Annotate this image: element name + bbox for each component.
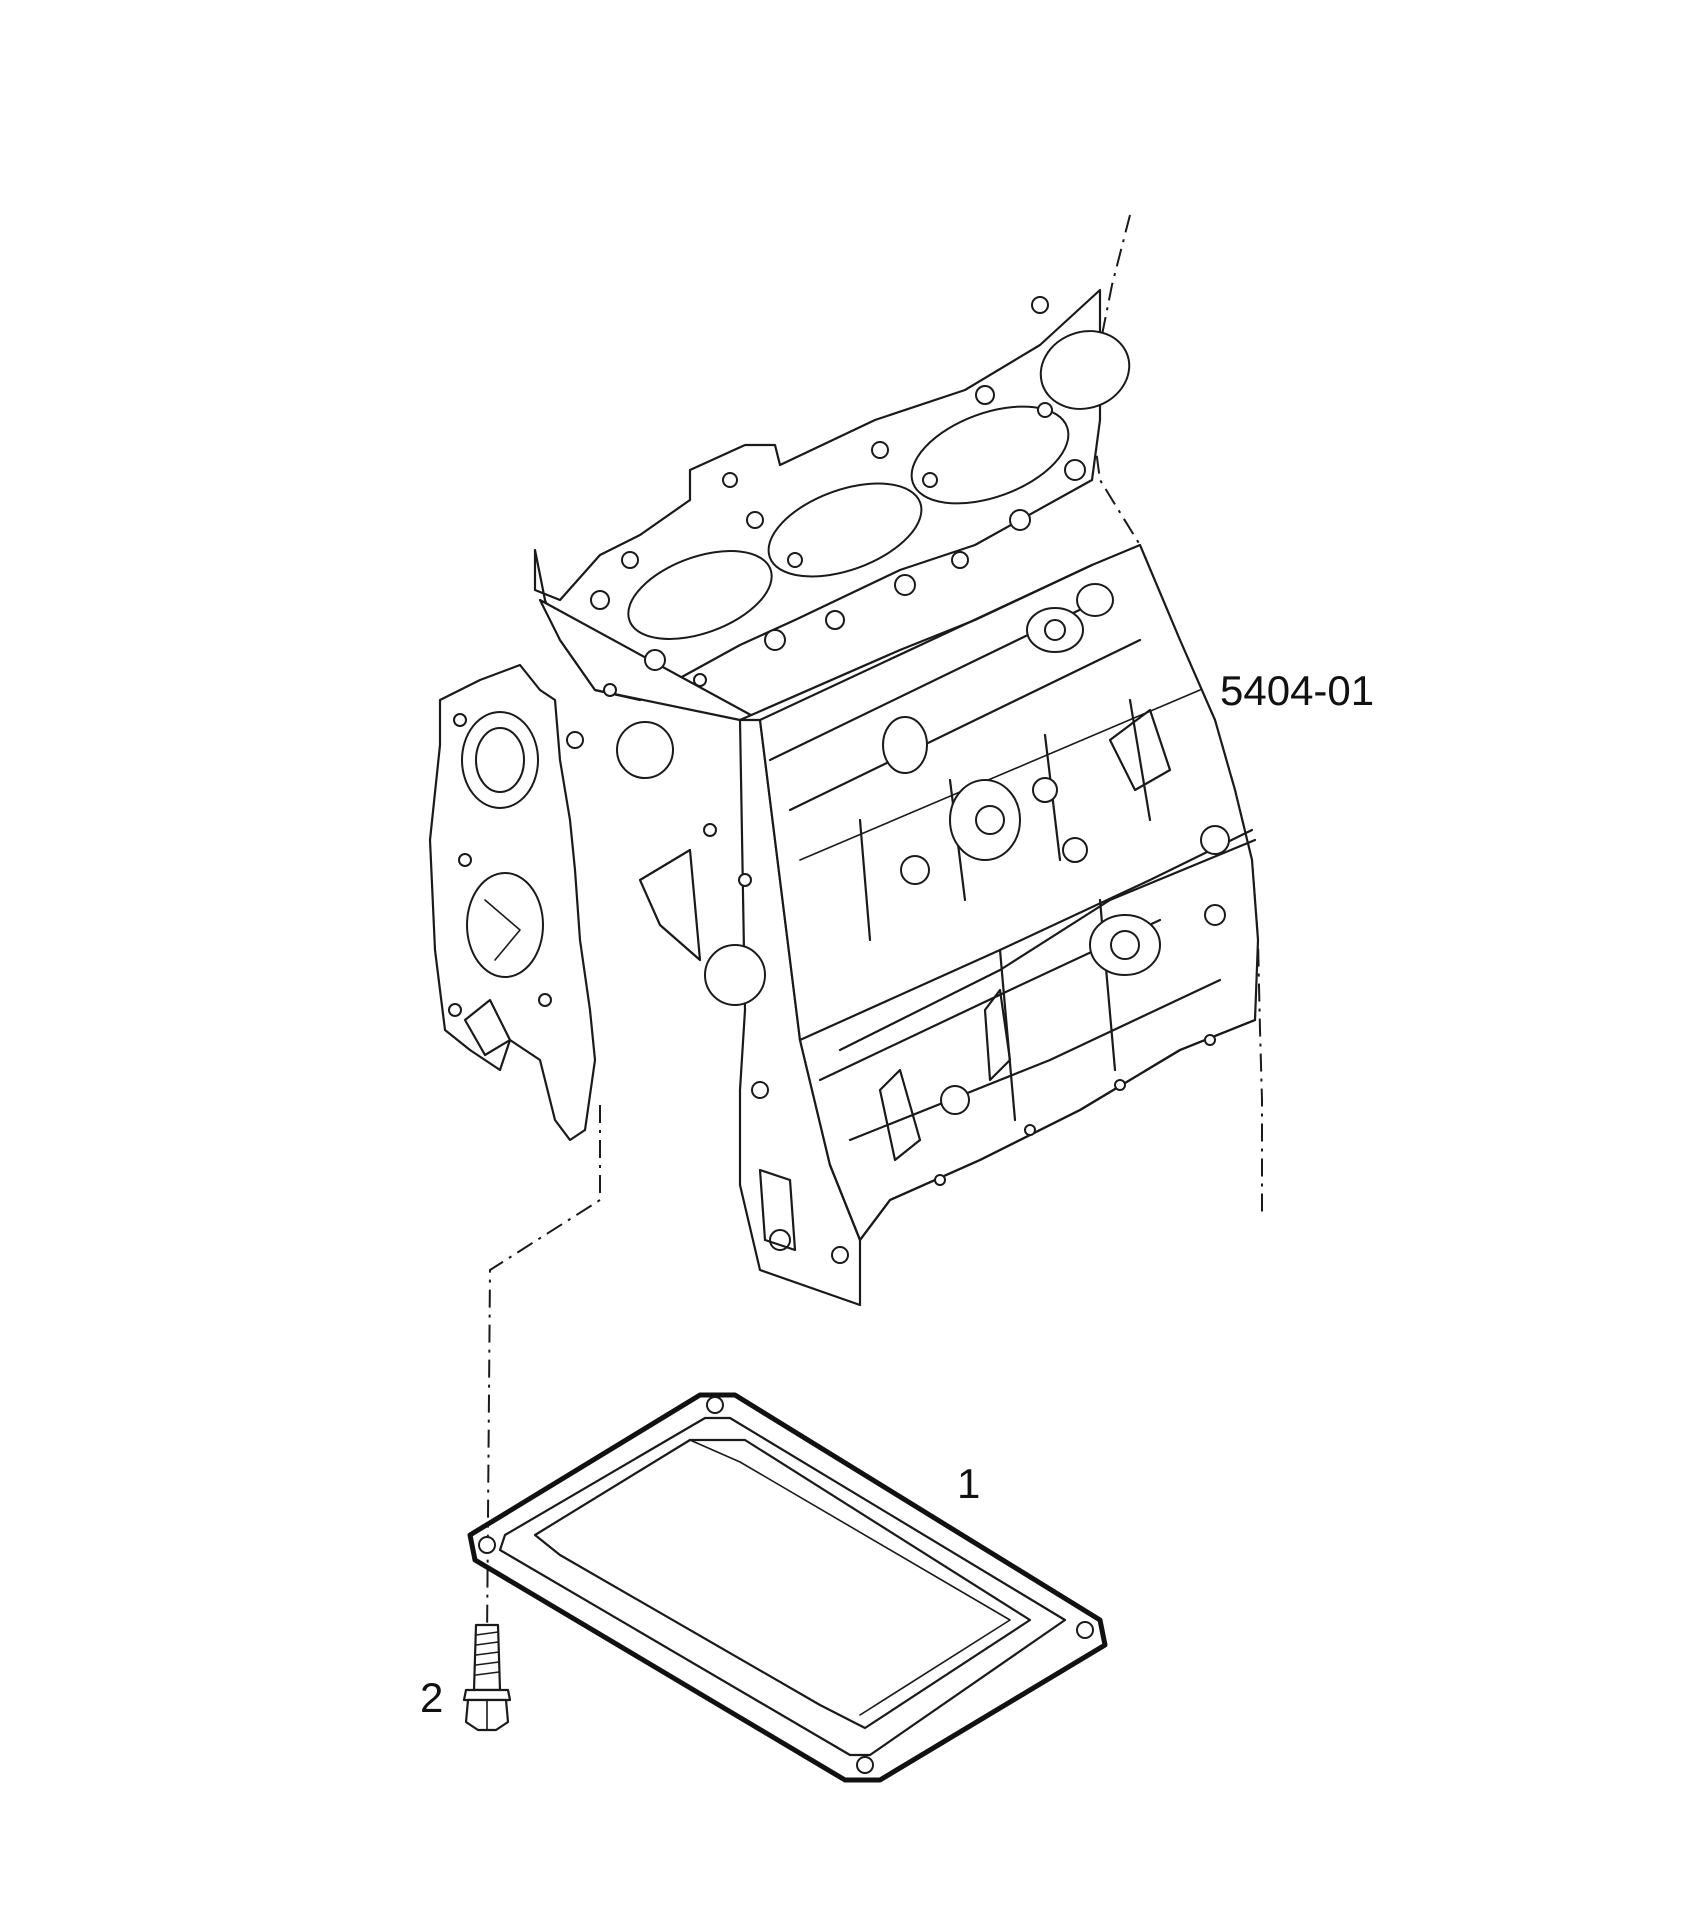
- callout-1-label: 1: [957, 1460, 980, 1507]
- block-flange-edge: [838, 838, 1257, 1052]
- bolt-flange: [462, 1688, 512, 1702]
- oil-pan-bolt-hole: [856, 1756, 874, 1774]
- timing-plate-features: [448, 711, 552, 1057]
- block-lower-flange: [828, 1018, 1257, 1242]
- cylinder-bore-1: [627, 550, 773, 640]
- oil-pan-outer-flange: [467, 1392, 1108, 1783]
- cylinder-bore-2: [767, 482, 923, 578]
- front-face-features: [566, 673, 849, 1264]
- cylinder-bore-3: [910, 405, 1070, 505]
- oil-pan-inner-flange: [498, 1416, 1067, 1757]
- deck-bolt-holes: [590, 296, 1086, 671]
- bolt-thread: [475, 1631, 500, 1676]
- oil-pan-well-lip: [689, 1439, 1011, 1716]
- oil-pan-bolt-hole: [1076, 1621, 1094, 1639]
- bolt: [462, 1623, 512, 1732]
- oil-pan-well: [533, 1438, 1032, 1730]
- oil-pan-bolt-hole: [478, 1536, 496, 1554]
- side-wall-details: [758, 563, 1254, 1186]
- reference-code-label: 5404-01: [1220, 667, 1374, 714]
- assembly-dashed-leader: [486, 1105, 601, 1641]
- oil-pan-bolt-hole: [706, 1396, 724, 1414]
- cylinder-bore-4: [1039, 330, 1131, 410]
- callout-2-label: 2: [420, 1674, 443, 1721]
- oil-pan: [467, 1392, 1108, 1783]
- engine-block: [428, 214, 1263, 1641]
